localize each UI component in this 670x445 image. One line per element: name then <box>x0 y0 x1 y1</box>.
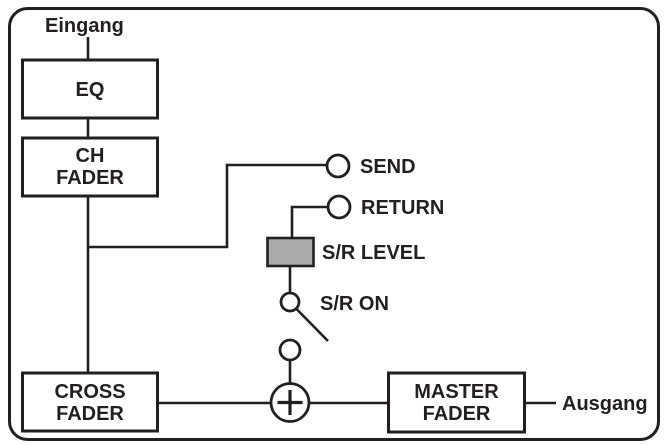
input-label: Eingang <box>45 15 124 37</box>
ch-fader-label-line1: CH <box>76 145 105 167</box>
sr-on-switch-lower-contact-icon <box>278 338 302 362</box>
return-label: RETURN <box>361 197 444 219</box>
ch-fader-block <box>21 136 159 198</box>
summing-node-plus-icon <box>277 390 303 415</box>
sron-switch-blade <box>295 308 329 342</box>
send-port-icon <box>325 153 351 179</box>
master-fader-block <box>387 371 526 434</box>
sr-level-knob-icon <box>266 236 315 268</box>
send-branch-wire <box>88 163 327 249</box>
eq-block <box>21 58 159 120</box>
diagram-frame <box>8 7 660 441</box>
output-label: Ausgang <box>562 393 648 415</box>
cross-fader-label-line2: FADER <box>56 403 124 425</box>
return-port-icon <box>326 194 352 220</box>
ch-fader-label-line2: FADER <box>56 167 124 189</box>
sr-level-label: S/R LEVEL <box>322 242 425 264</box>
summing-node-icon <box>269 382 311 423</box>
cross-fader-label-line1: CROSS <box>54 381 125 403</box>
master-fader-label-line2: FADER <box>423 403 491 425</box>
sr-on-label: S/R ON <box>320 293 389 315</box>
master-fader-label-line1: MASTER <box>414 381 499 403</box>
return-to-srlevel-wire <box>290 205 328 238</box>
send-label: SEND <box>360 156 416 178</box>
sr-on-switch-upper-contact-icon <box>279 291 301 313</box>
cross-fader-block <box>21 371 159 433</box>
eq-label: EQ <box>76 79 105 101</box>
